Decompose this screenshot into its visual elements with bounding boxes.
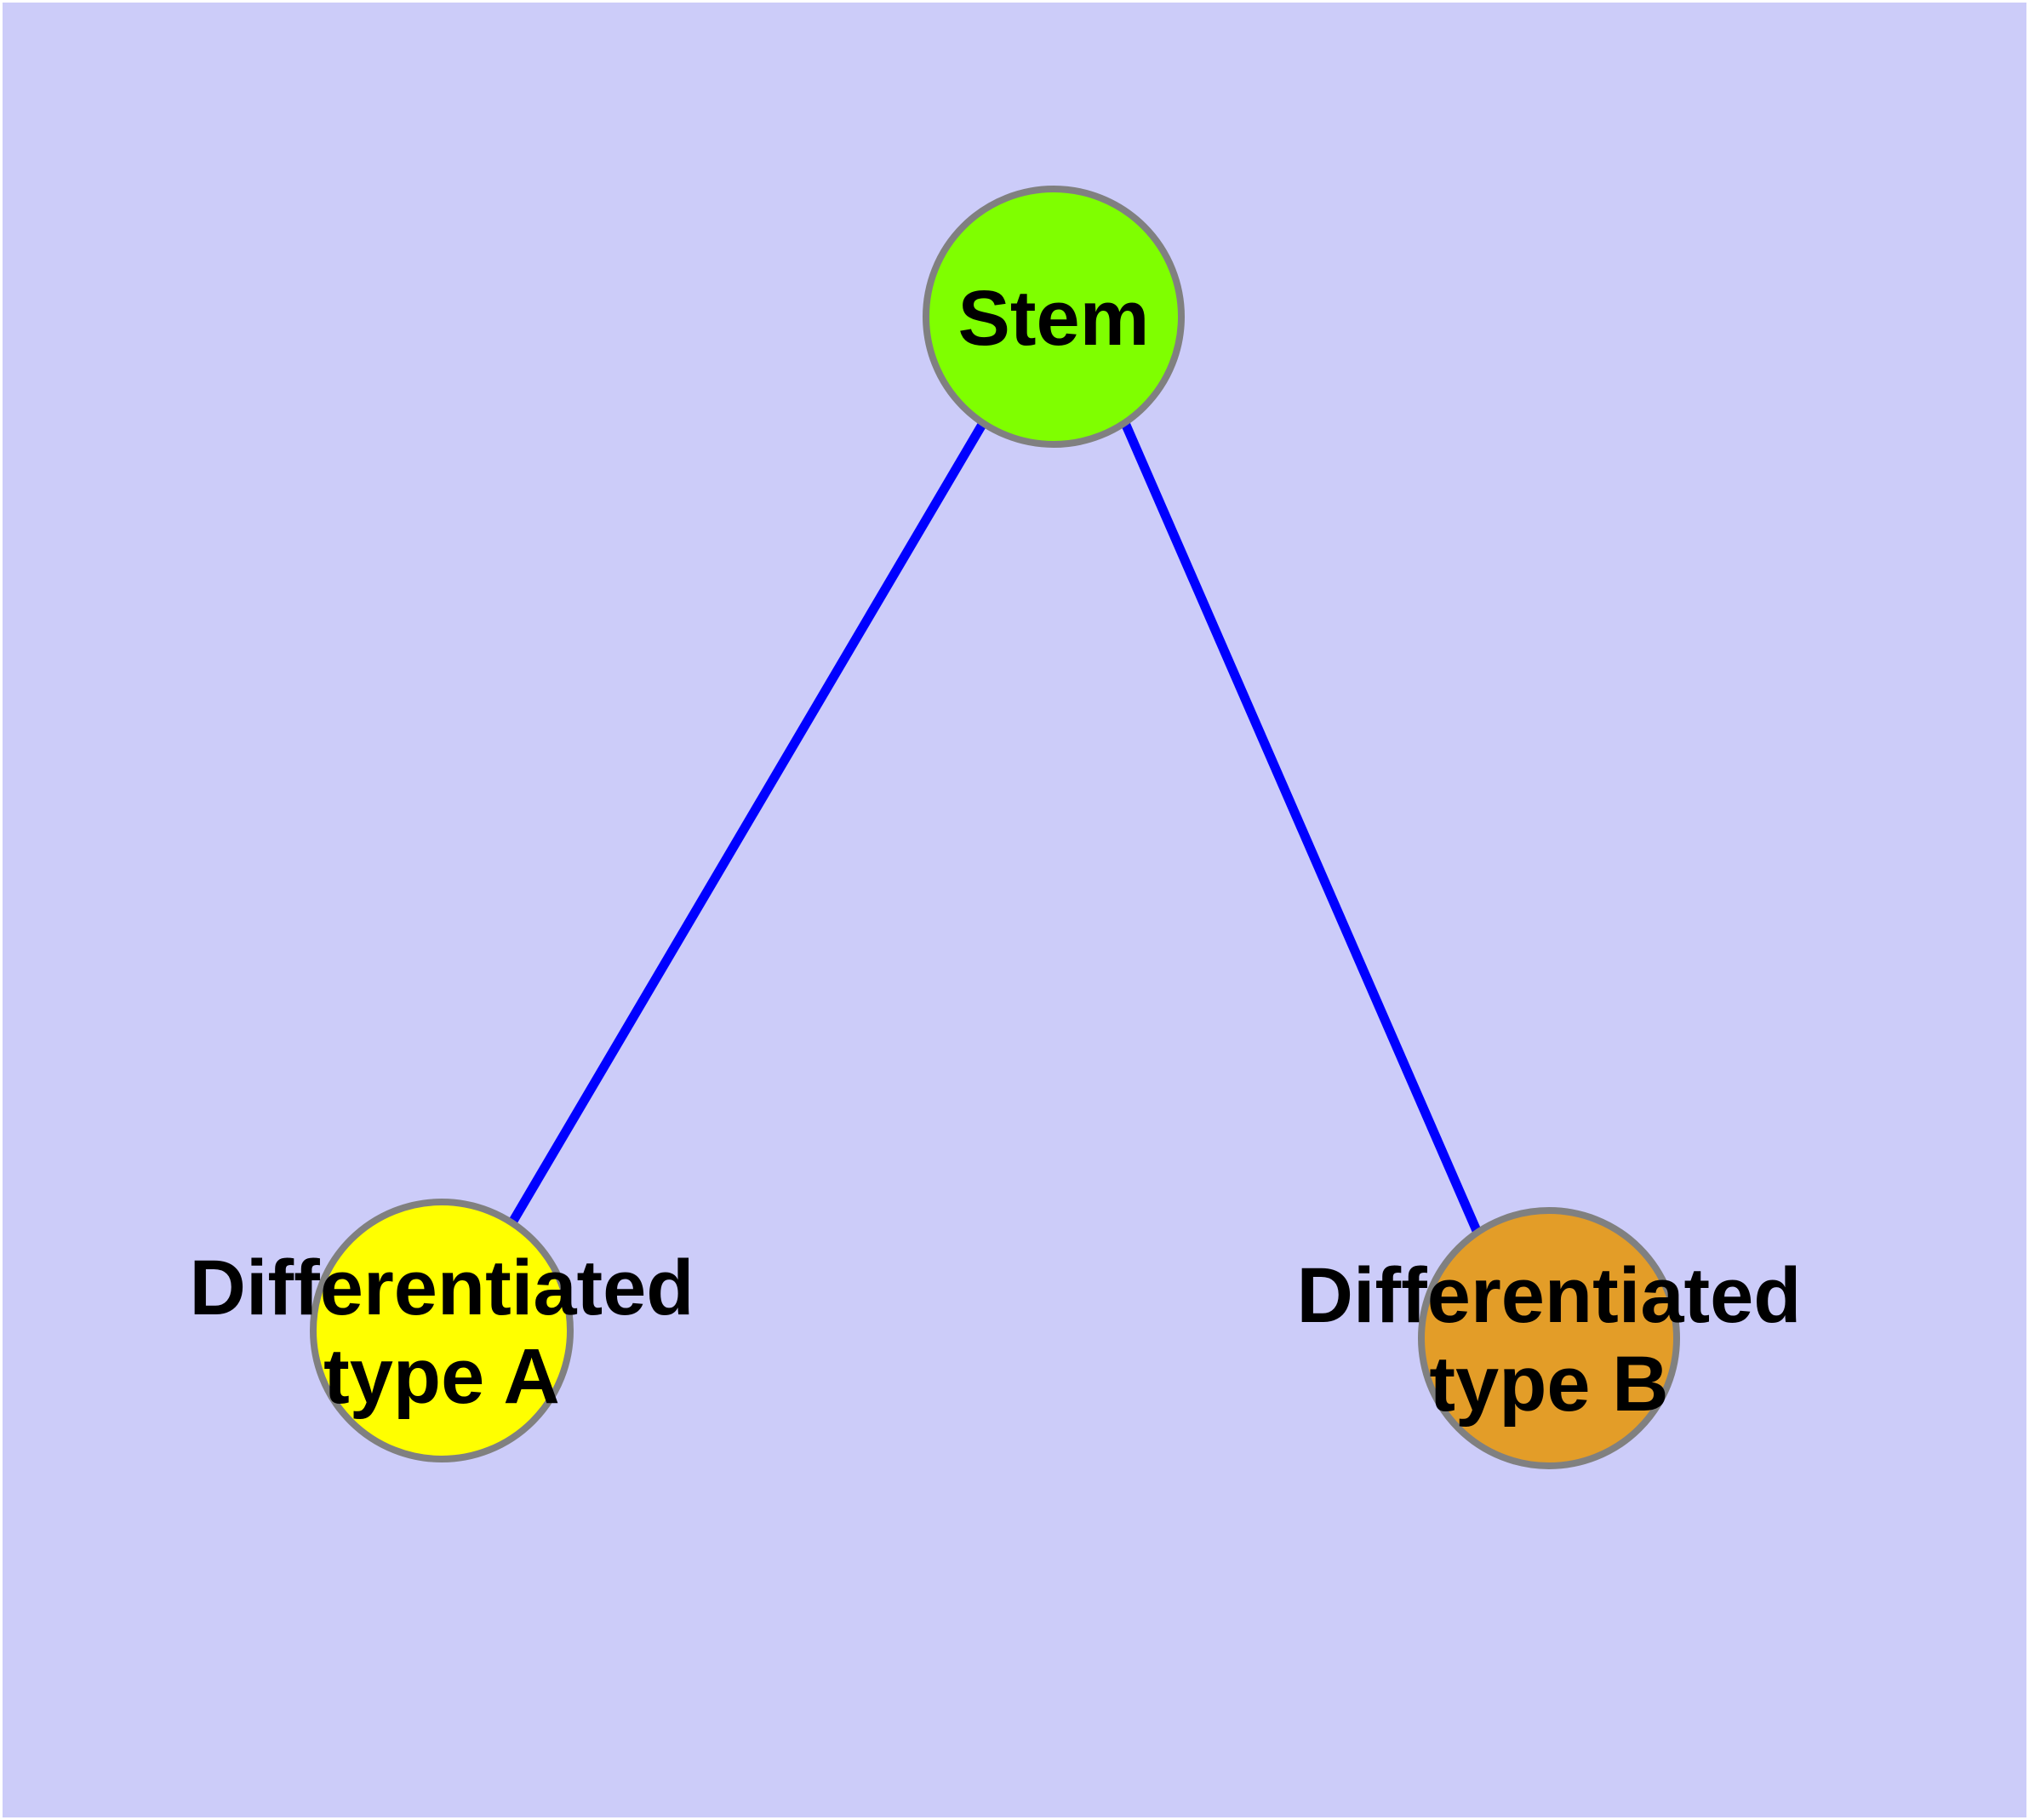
node-stem-circle[interactable] (923, 186, 1185, 448)
node-label-line: Stem (958, 275, 1150, 362)
node-differentiated-type-a-circle[interactable] (310, 1199, 574, 1462)
node-label-line: Differentiated (1297, 1252, 1802, 1339)
node-label-line: type A (323, 1333, 560, 1420)
node-layer (310, 186, 1680, 1469)
node-label-line: type B (1429, 1341, 1668, 1428)
edge-layer (508, 421, 1483, 1235)
node-differentiated-type-b[interactable] (1418, 1207, 1680, 1469)
edge-stem-to-differentiated-b[interactable] (1120, 421, 1483, 1235)
node-stem[interactable] (923, 186, 1185, 448)
node-label-line: Differentiated (190, 1245, 694, 1331)
edge-stem-to-differentiated-a[interactable] (508, 421, 987, 1225)
node-differentiated-type-b-circle[interactable] (1418, 1207, 1680, 1469)
node-differentiated-type-a[interactable] (310, 1199, 574, 1462)
node-stem-label: Stem (958, 275, 1150, 362)
